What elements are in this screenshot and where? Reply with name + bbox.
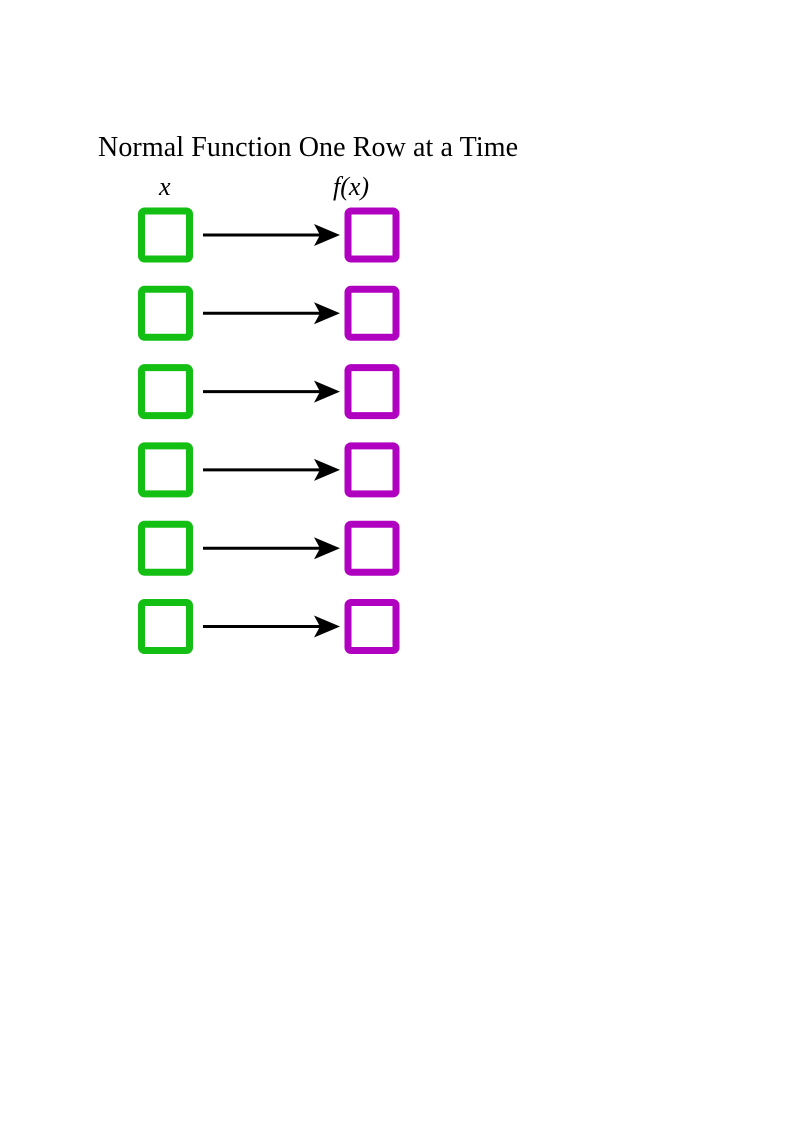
- input-box: [138, 207, 193, 263]
- input-box: [138, 285, 193, 341]
- arrowhead-icon: [314, 615, 340, 638]
- input-column-label: x: [159, 172, 171, 201]
- arrowhead-icon: [314, 302, 340, 325]
- output-box: [344, 442, 400, 498]
- mapping-row: [138, 207, 400, 263]
- diagram-title: Normal Function One Row at a Time: [98, 132, 519, 163]
- input-box: [138, 520, 193, 576]
- mapping-row: [138, 520, 400, 576]
- input-box: [138, 599, 193, 654]
- output-box: [344, 520, 400, 576]
- output-column-label: f(x): [333, 172, 370, 201]
- mapping-row: [138, 364, 400, 420]
- mapping-row: [138, 599, 400, 654]
- arrowhead-icon: [314, 380, 340, 403]
- output-box: [344, 599, 400, 654]
- arrowhead-icon: [314, 458, 340, 481]
- output-box: [344, 207, 400, 263]
- output-box: [344, 285, 400, 341]
- arrowhead-icon: [314, 537, 340, 560]
- input-box: [138, 442, 193, 498]
- mapping-row: [138, 285, 400, 341]
- mapping-row: [138, 442, 400, 498]
- output-box: [344, 364, 400, 420]
- mapping-rows: [138, 207, 400, 654]
- arrowhead-icon: [314, 224, 340, 246]
- input-box: [138, 364, 193, 420]
